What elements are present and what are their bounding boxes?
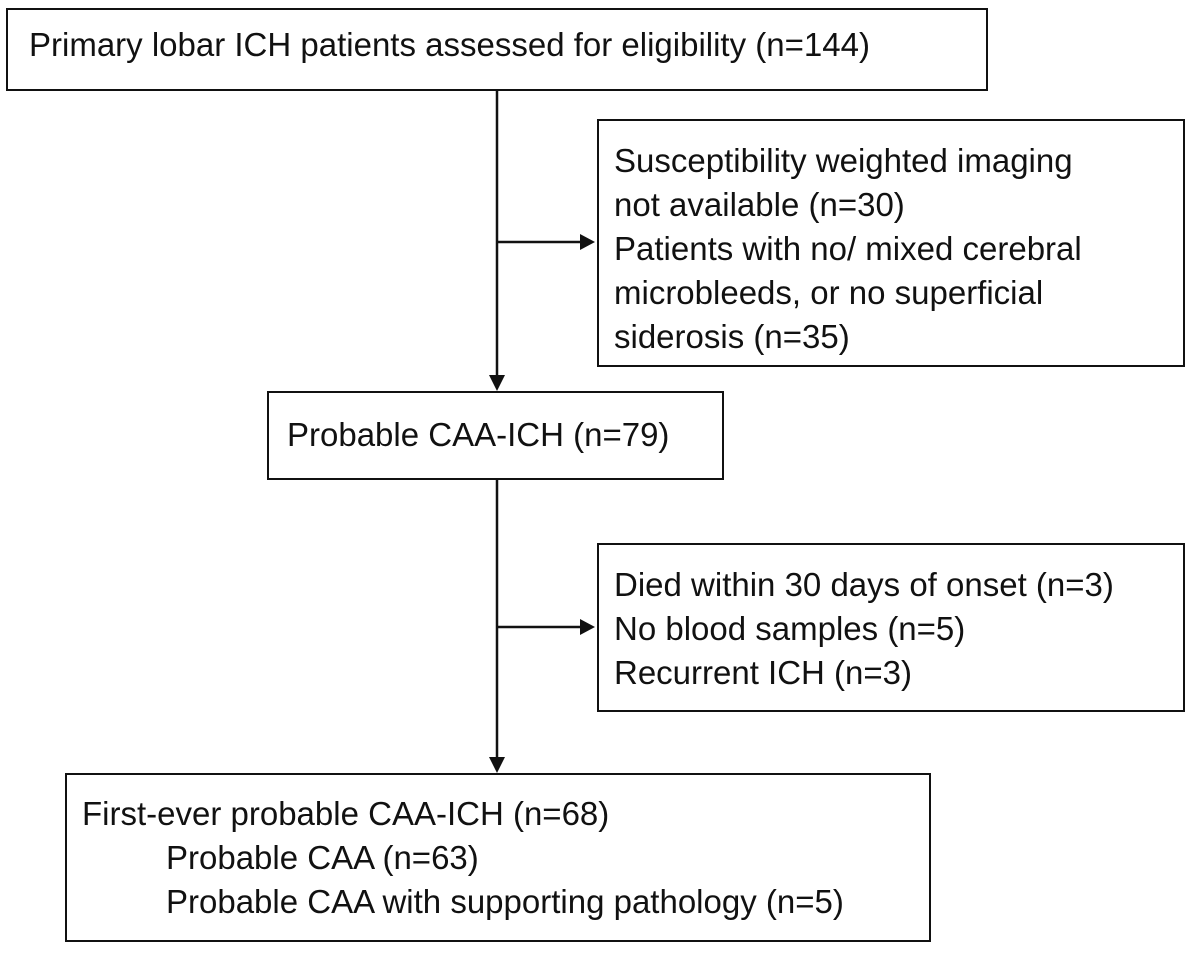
exclusion-1-line-4: microbleeds, or no superficial	[614, 274, 1044, 311]
exclusion-1-line-5: siderosis (n=35)	[614, 318, 850, 355]
arrowhead-right-exclusion-1	[580, 234, 595, 250]
arrowhead-down-final	[489, 757, 505, 773]
final-cohort-subline-1: Probable CAA (n=63)	[166, 839, 479, 876]
exclusion-1-line-2: not available (n=30)	[614, 186, 905, 223]
exclusion-2-line-2: No blood samples (n=5)	[614, 610, 966, 647]
primary-cohort-text: Primary lobar ICH patients assessed for …	[29, 26, 870, 63]
probable-caa-ich-text: Probable CAA-ICH (n=79)	[287, 416, 670, 453]
exclusion-2-line-1: Died within 30 days of onset (n=3)	[614, 566, 1114, 603]
probable-caa-ich-box: Probable CAA-ICH (n=79)	[267, 391, 724, 480]
primary-cohort-box: Primary lobar ICH patients assessed for …	[6, 8, 988, 91]
exclusion-2-line-3: Recurrent ICH (n=3)	[614, 654, 913, 691]
final-cohort-subline-2: Probable CAA with supporting pathology (…	[166, 883, 844, 920]
arrowhead-down-probable	[489, 375, 505, 391]
exclusion-1-line-1: Susceptibility weighted imaging	[614, 142, 1073, 179]
arrowhead-right-exclusion-2	[580, 619, 595, 635]
exclusion-box-imaging: Susceptibility weighted imaging not avai…	[597, 119, 1185, 367]
final-cohort-box: First-ever probable CAA-ICH (n=68) Proba…	[65, 773, 931, 942]
final-cohort-title: First-ever probable CAA-ICH (n=68)	[82, 795, 610, 832]
exclusion-box-clinical: Died within 30 days of onset (n=3) No bl…	[597, 543, 1185, 712]
exclusion-1-line-3: Patients with no/ mixed cerebral	[614, 230, 1082, 267]
